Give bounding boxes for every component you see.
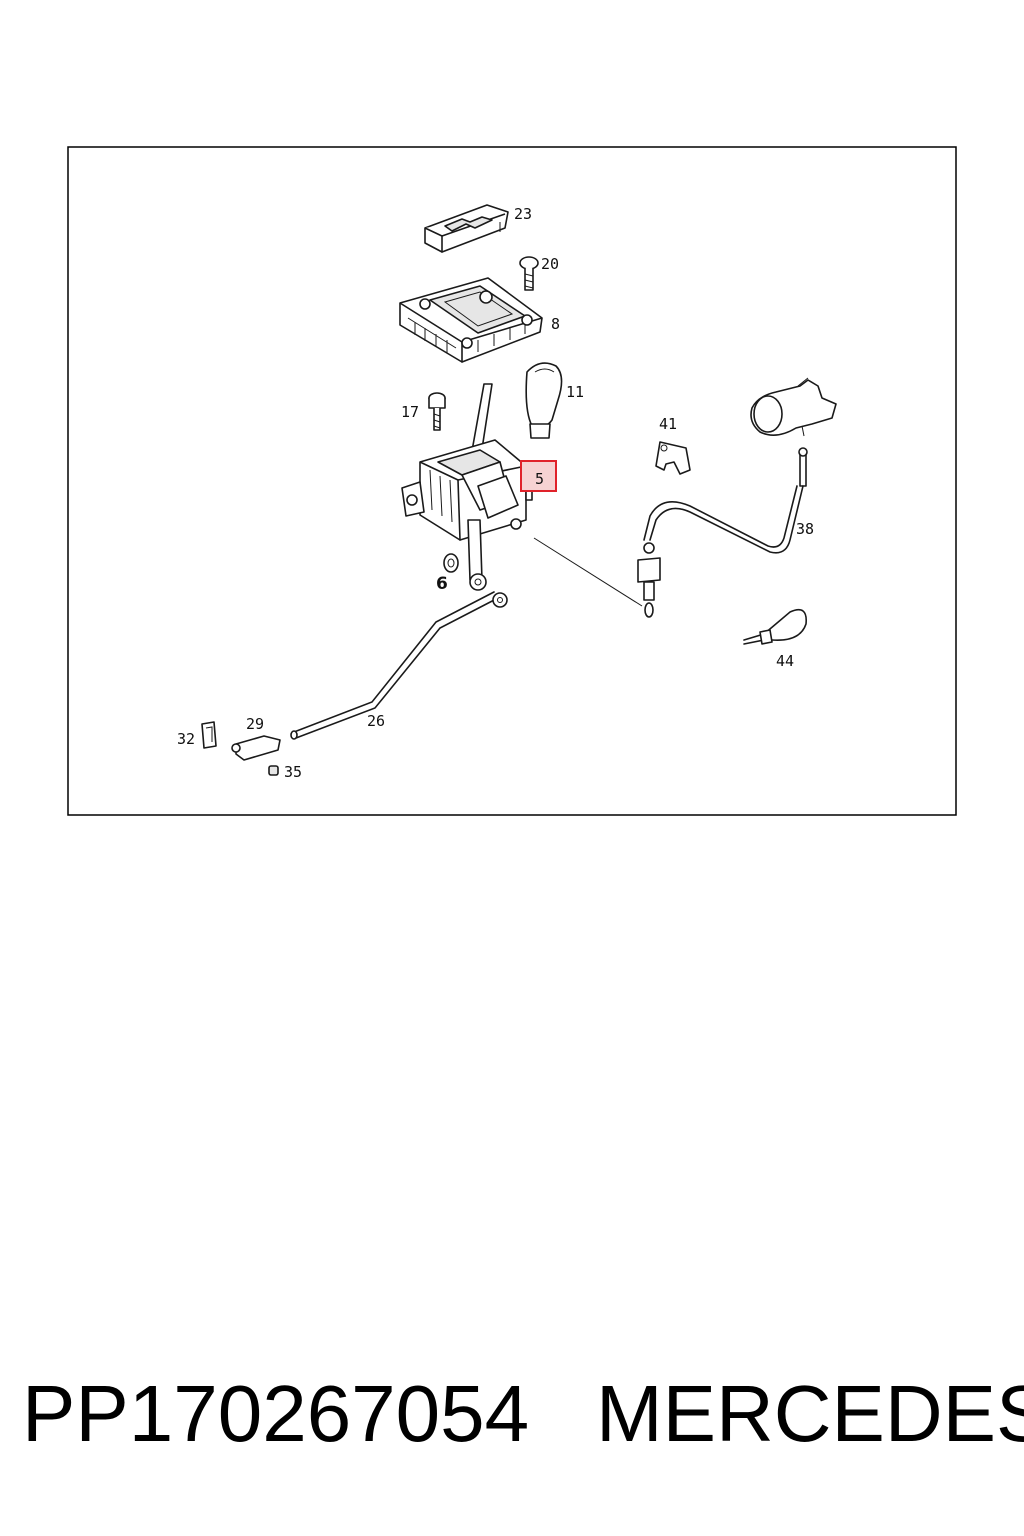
callout-38: 38	[796, 520, 814, 538]
part-5-shift-mechanism	[401, 439, 533, 591]
part-8-housing-frame	[399, 277, 543, 363]
callout-20: 20	[541, 255, 559, 273]
diagram-frame	[67, 146, 957, 816]
part-44-cable-tie	[743, 608, 807, 645]
part-number: PP170267054	[22, 1369, 530, 1458]
callout-35: 35	[284, 763, 302, 781]
callout-23: 23	[514, 205, 532, 223]
part-20-screw	[519, 256, 539, 291]
brand-name: MERCEDES	[596, 1369, 1024, 1458]
part-32-clip	[201, 721, 217, 749]
part-23-cover-plate	[424, 204, 509, 253]
callout-6: 6	[436, 574, 448, 594]
part-6-bushing	[443, 553, 459, 573]
callout-5-highlight	[520, 460, 557, 492]
part-35-nut	[268, 765, 279, 776]
part-26-shift-rod	[290, 591, 508, 740]
footer-caption: PP170267054 MERCEDES	[0, 1368, 1024, 1478]
leader-line	[533, 537, 643, 607]
part-41-bracket	[655, 441, 691, 475]
callout-8: 8	[551, 315, 560, 333]
part-38-cable-actuator	[637, 377, 837, 618]
part-11-gear-knob	[525, 362, 563, 439]
callout-29: 29	[246, 715, 264, 733]
callout-32: 32	[177, 730, 195, 748]
callout-11: 11	[566, 383, 584, 401]
callout-44: 44	[776, 652, 794, 670]
callout-17: 17	[401, 403, 419, 421]
callout-5: 5	[535, 470, 544, 488]
callout-26: 26	[367, 712, 385, 730]
callout-41: 41	[659, 415, 677, 433]
part-17-screw	[428, 392, 446, 431]
part-29-joint	[231, 735, 281, 761]
